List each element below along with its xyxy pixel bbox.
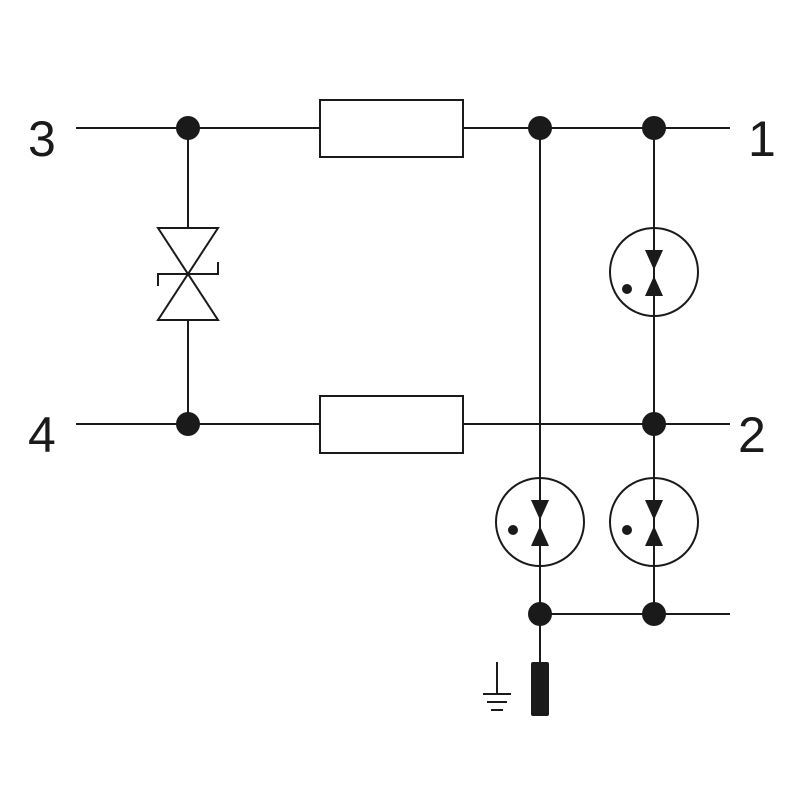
junction-dot [528, 602, 552, 626]
ground-icon [483, 662, 511, 711]
gas-discharge-tube-icon [495, 477, 585, 567]
junction-dot [176, 412, 200, 436]
junction-dot [642, 412, 666, 436]
gas-discharge-tube-icon [609, 227, 699, 317]
gas-discharge-tube-icon [609, 477, 699, 567]
terminal-label-4: 4 [28, 407, 56, 463]
earth-terminal-icon [531, 662, 549, 716]
junction-dots [176, 116, 666, 626]
terminal-label-2: 2 [738, 407, 766, 463]
junction-dot [642, 602, 666, 626]
resistor-top [319, 99, 464, 158]
junction-dot [642, 116, 666, 140]
junction-dot [528, 116, 552, 140]
terminal-label-1: 1 [748, 111, 776, 167]
resistor-bottom [319, 395, 464, 454]
terminal-label-3: 3 [28, 111, 56, 167]
bidirectional-tvs-diode-icon [156, 227, 220, 321]
junction-dot [176, 116, 200, 140]
